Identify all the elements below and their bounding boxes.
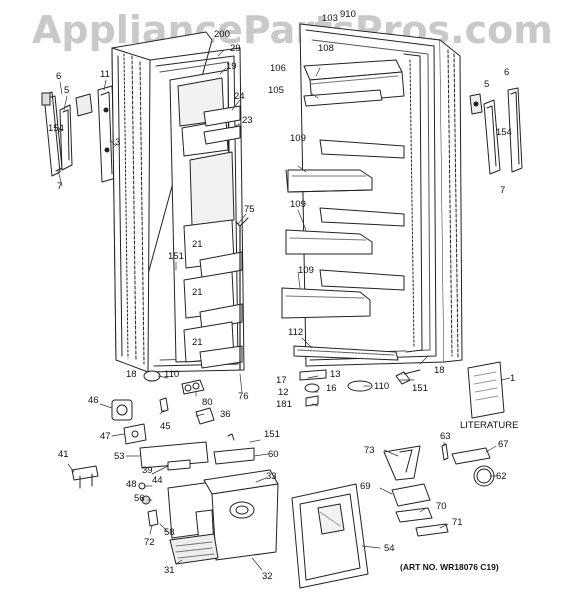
callout-21-c: 21 — [192, 337, 203, 348]
callout-47: 47 — [100, 431, 111, 442]
callout-36: 36 — [220, 409, 231, 420]
callout-106: 106 — [270, 63, 286, 74]
callout-154-right: 154 — [496, 127, 512, 138]
callout-56: 56 — [134, 493, 145, 504]
dispenser-housing — [167, 469, 279, 565]
callout-7-left: 7 — [57, 181, 63, 192]
callout-110-right: 110 — [374, 381, 390, 392]
callout-46: 46 — [88, 395, 99, 406]
callout-19: 19 — [226, 61, 237, 72]
hinge-parts — [143, 369, 421, 407]
callout-41: 41 — [58, 449, 69, 460]
callout-58: 58 — [164, 527, 175, 538]
art-number: (ART NO. WR18076 C19) — [400, 562, 499, 572]
dispenser-cover — [291, 483, 369, 589]
callout-105: 105 — [268, 85, 284, 96]
callout-109-c: 109 — [298, 265, 314, 276]
callout-6-left: 6 — [56, 71, 62, 82]
callout-910: 910 — [340, 9, 356, 20]
left-handle-assembly — [41, 85, 117, 183]
callout-69: 69 — [360, 481, 371, 492]
dispenser-small-parts — [383, 443, 495, 537]
door-shelves — [281, 139, 405, 319]
callout-17: 17 — [276, 375, 287, 386]
callout-109-b: 109 — [290, 199, 306, 210]
callout-154-left: 154 — [48, 123, 64, 134]
callout-73: 73 — [364, 445, 375, 456]
callout-21-a: 21 — [192, 239, 203, 250]
callout-3: 3 — [115, 137, 121, 148]
callout-23: 23 — [242, 115, 253, 126]
callout-32: 32 — [262, 571, 273, 582]
callout-31: 31 — [164, 565, 175, 576]
callout-21-b: 21 — [192, 287, 203, 298]
callout-67: 67 — [498, 439, 509, 450]
callout-75: 75 — [244, 204, 255, 215]
callout-151-a: 151 — [168, 251, 184, 262]
callout-63: 63 — [440, 431, 451, 442]
callout-5-right: 5 — [484, 79, 490, 90]
callout-103: 103 — [322, 13, 338, 24]
callout-80: 80 — [202, 397, 213, 408]
callout-29: 29 — [230, 43, 241, 54]
callout-6-right: 6 — [504, 67, 510, 78]
callout-53: 53 — [114, 451, 125, 462]
literature-booklet — [467, 361, 505, 419]
callout-45: 45 — [160, 421, 171, 432]
freezer-liner — [169, 69, 249, 371]
callout-108: 108 — [318, 43, 334, 54]
leader-lines — [57, 49, 511, 571]
callout-12: 12 — [278, 387, 289, 398]
callout-151-b: 151 — [412, 383, 428, 394]
callout-54: 54 — [384, 543, 395, 554]
right-handle-assembly — [469, 87, 523, 175]
dairy-compartment — [303, 59, 405, 107]
callout-60: 60 — [268, 449, 279, 460]
callout-71: 71 — [452, 517, 463, 528]
callout-44: 44 — [152, 475, 163, 486]
callout-70: 70 — [436, 501, 447, 512]
callout-33: 33 — [266, 471, 277, 482]
callout-112: 112 — [288, 327, 304, 338]
callout-11: 11 — [100, 69, 110, 80]
callout-24: 24 — [234, 91, 245, 102]
callout-151-c: 151 — [264, 429, 280, 440]
callout-72: 72 — [144, 537, 155, 548]
callout-109-a: 109 — [290, 133, 306, 144]
callout-7-right: 7 — [500, 185, 506, 196]
callout-200: 200 — [214, 29, 230, 40]
watermark-text: AppliancePartsPros.com — [32, 8, 553, 52]
callout-5-left: 5 — [64, 85, 70, 96]
callout-110-left: 110 — [164, 369, 180, 380]
callout-76: 76 — [238, 391, 249, 402]
door-bottom-trim — [293, 345, 399, 361]
callout-16: 16 — [326, 383, 337, 394]
callout-1: 1 — [510, 373, 516, 384]
callout-18-left: 18 — [126, 369, 137, 380]
callout-18-right: 18 — [434, 365, 445, 376]
callout-181: 181 — [276, 399, 292, 410]
callout-48: 48 — [126, 479, 137, 490]
callout-39: 39 — [142, 465, 153, 476]
callout-62: 62 — [496, 471, 507, 482]
dispenser-controls — [71, 397, 255, 527]
literature-label: LITERATURE — [460, 420, 519, 431]
callout-13: 13 — [330, 369, 341, 380]
